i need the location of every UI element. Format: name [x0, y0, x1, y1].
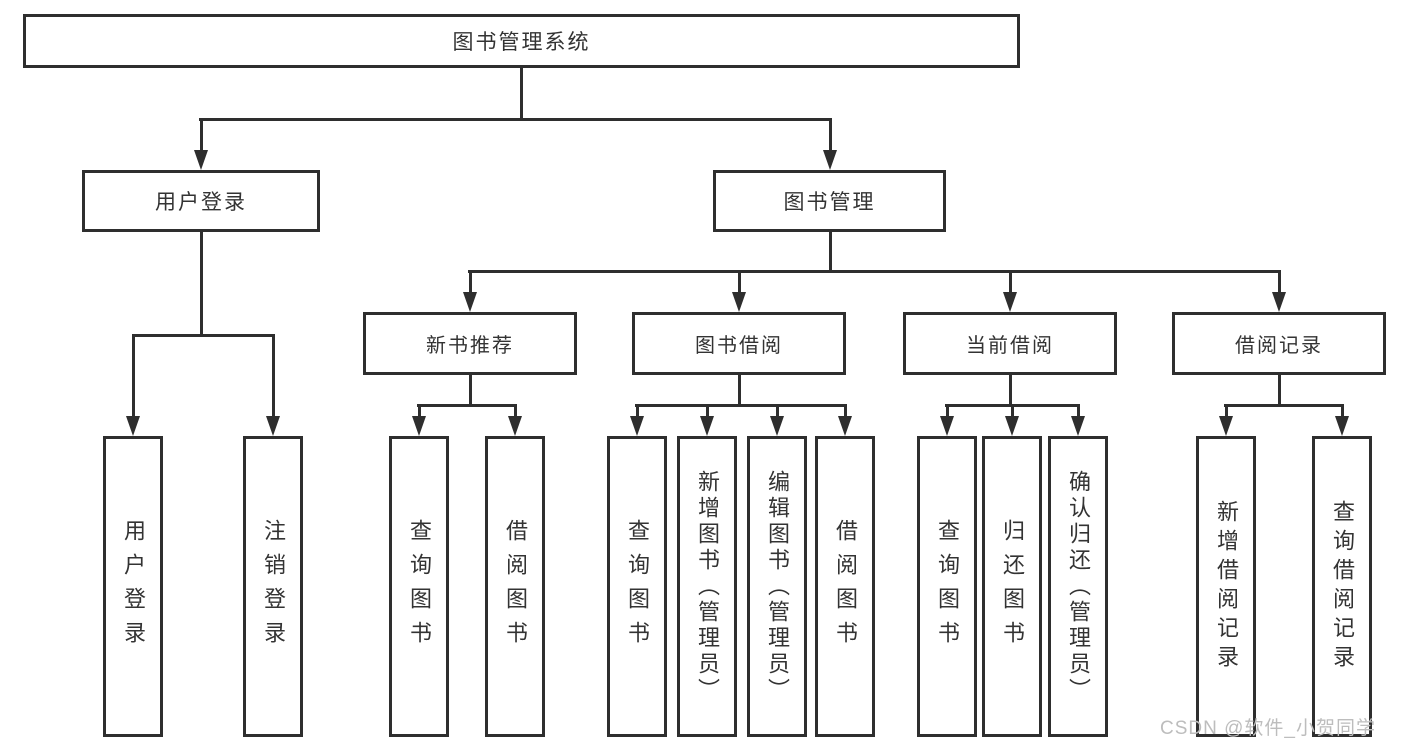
leaf-borrow-edit-admin-label: 编辑图书（管理员） — [765, 469, 790, 704]
leaf-current-query-label: 查询图书 — [935, 518, 960, 655]
connector-drop — [706, 404, 709, 418]
connector-stem — [738, 375, 741, 407]
node-new-books: 新书推荐 — [363, 312, 577, 375]
arrowhead-icon — [194, 150, 208, 170]
arrowhead-icon — [412, 416, 426, 436]
connector-drop — [418, 404, 421, 418]
connector-drop — [1011, 404, 1014, 418]
connector-stem — [1009, 375, 1012, 407]
arrowhead-icon — [508, 416, 522, 436]
connector-drop — [1009, 270, 1012, 294]
node-borrowing-label: 图书借阅 — [695, 335, 783, 357]
arrowhead-icon — [700, 416, 714, 436]
connector-drop — [844, 404, 847, 418]
connector-drop — [829, 118, 832, 153]
connector-drop — [636, 404, 639, 418]
leaf-logout-label: 注销登录 — [261, 518, 286, 655]
node-root: 图书管理系统 — [23, 14, 1020, 68]
node-borrow-records: 借阅记录 — [1172, 312, 1386, 375]
connector-drop — [738, 270, 741, 294]
leaf-borrow-borrow: 借阅图书 — [815, 436, 875, 737]
leaf-borrow-add-admin: 新增图书（管理员） — [677, 436, 737, 737]
leaf-borrow-query-label: 查询图书 — [625, 518, 650, 655]
arrowhead-icon — [630, 416, 644, 436]
connector-bar — [635, 404, 847, 407]
connector-bar — [132, 334, 275, 337]
connector-bar — [1224, 404, 1344, 407]
leaf-user-login: 用户登录 — [103, 436, 163, 737]
arrowhead-icon — [463, 292, 477, 312]
connector-drop — [1278, 270, 1281, 294]
connector-stem — [469, 375, 472, 407]
leaf-record-query: 查询借阅记录 — [1312, 436, 1372, 737]
node-current-borrow: 当前借阅 — [903, 312, 1117, 375]
node-borrowing: 图书借阅 — [632, 312, 846, 375]
leaf-current-return-label: 归还图书 — [1000, 518, 1025, 655]
connector-drop — [272, 334, 275, 418]
connector-bar — [417, 404, 517, 407]
node-current-borrow-label: 当前借阅 — [966, 335, 1054, 357]
arrowhead-icon — [1219, 416, 1233, 436]
node-new-books-label: 新书推荐 — [426, 335, 514, 357]
csdn-watermark: CSDN @软件_小贺同学 — [1160, 718, 1376, 739]
leaf-borrow-add-admin-label: 新增图书（管理员） — [695, 469, 720, 704]
connector-drop — [514, 404, 517, 418]
node-borrow-records-label: 借阅记录 — [1235, 335, 1323, 357]
node-user-login-label: 用户登录 — [155, 191, 247, 214]
leaf-logout: 注销登录 — [243, 436, 303, 737]
connector-stem — [1278, 375, 1281, 407]
arrowhead-icon — [266, 416, 280, 436]
connector-drop — [200, 118, 203, 153]
arrowhead-icon — [1071, 416, 1085, 436]
arrowhead-icon — [838, 416, 852, 436]
connector-bar — [468, 270, 1281, 273]
connector-drop — [1077, 404, 1080, 418]
arrowhead-icon — [823, 150, 837, 170]
arrowhead-icon — [770, 416, 784, 436]
node-root-label: 图书管理系统 — [452, 31, 591, 54]
leaf-newbook-borrow-label: 借阅图书 — [503, 518, 528, 655]
connector-drop — [946, 404, 949, 418]
leaf-current-query: 查询图书 — [917, 436, 977, 737]
leaf-current-return: 归还图书 — [982, 436, 1042, 737]
connector-drop — [1341, 404, 1344, 418]
connector-bar — [199, 118, 832, 121]
arrowhead-icon — [1003, 292, 1017, 312]
leaf-user-login-label: 用户登录 — [121, 518, 146, 655]
leaf-newbook-query-label: 查询图书 — [407, 518, 432, 655]
leaf-current-confirm-admin: 确认归还（管理员） — [1048, 436, 1108, 737]
leaf-record-add: 新增借阅记录 — [1196, 436, 1256, 737]
leaf-current-confirm-admin-label: 确认归还（管理员） — [1066, 469, 1091, 704]
connector-drop — [132, 334, 135, 418]
node-book-mgmt-label: 图书管理 — [783, 191, 876, 214]
connector-stem — [200, 232, 203, 337]
node-book-mgmt: 图书管理 — [713, 170, 946, 232]
leaf-record-add-label: 新增借阅记录 — [1214, 499, 1239, 674]
leaf-borrow-query: 查询图书 — [607, 436, 667, 737]
arrowhead-icon — [126, 416, 140, 436]
leaf-borrow-edit-admin: 编辑图书（管理员） — [747, 436, 807, 737]
arrowhead-icon — [940, 416, 954, 436]
connector-drop — [469, 270, 472, 294]
connector-drop — [1225, 404, 1228, 418]
arrowhead-icon — [732, 292, 746, 312]
leaf-borrow-borrow-label: 借阅图书 — [833, 518, 858, 655]
arrowhead-icon — [1005, 416, 1019, 436]
arrowhead-icon — [1335, 416, 1349, 436]
arrowhead-icon — [1272, 292, 1286, 312]
leaf-newbook-borrow: 借阅图书 — [485, 436, 545, 737]
node-user-login: 用户登录 — [82, 170, 320, 232]
leaf-record-query-label: 查询借阅记录 — [1330, 499, 1355, 674]
leaf-newbook-query: 查询图书 — [389, 436, 449, 737]
connector-drop — [776, 404, 779, 418]
connector-stem — [829, 232, 832, 273]
connector-stem — [520, 68, 523, 120]
